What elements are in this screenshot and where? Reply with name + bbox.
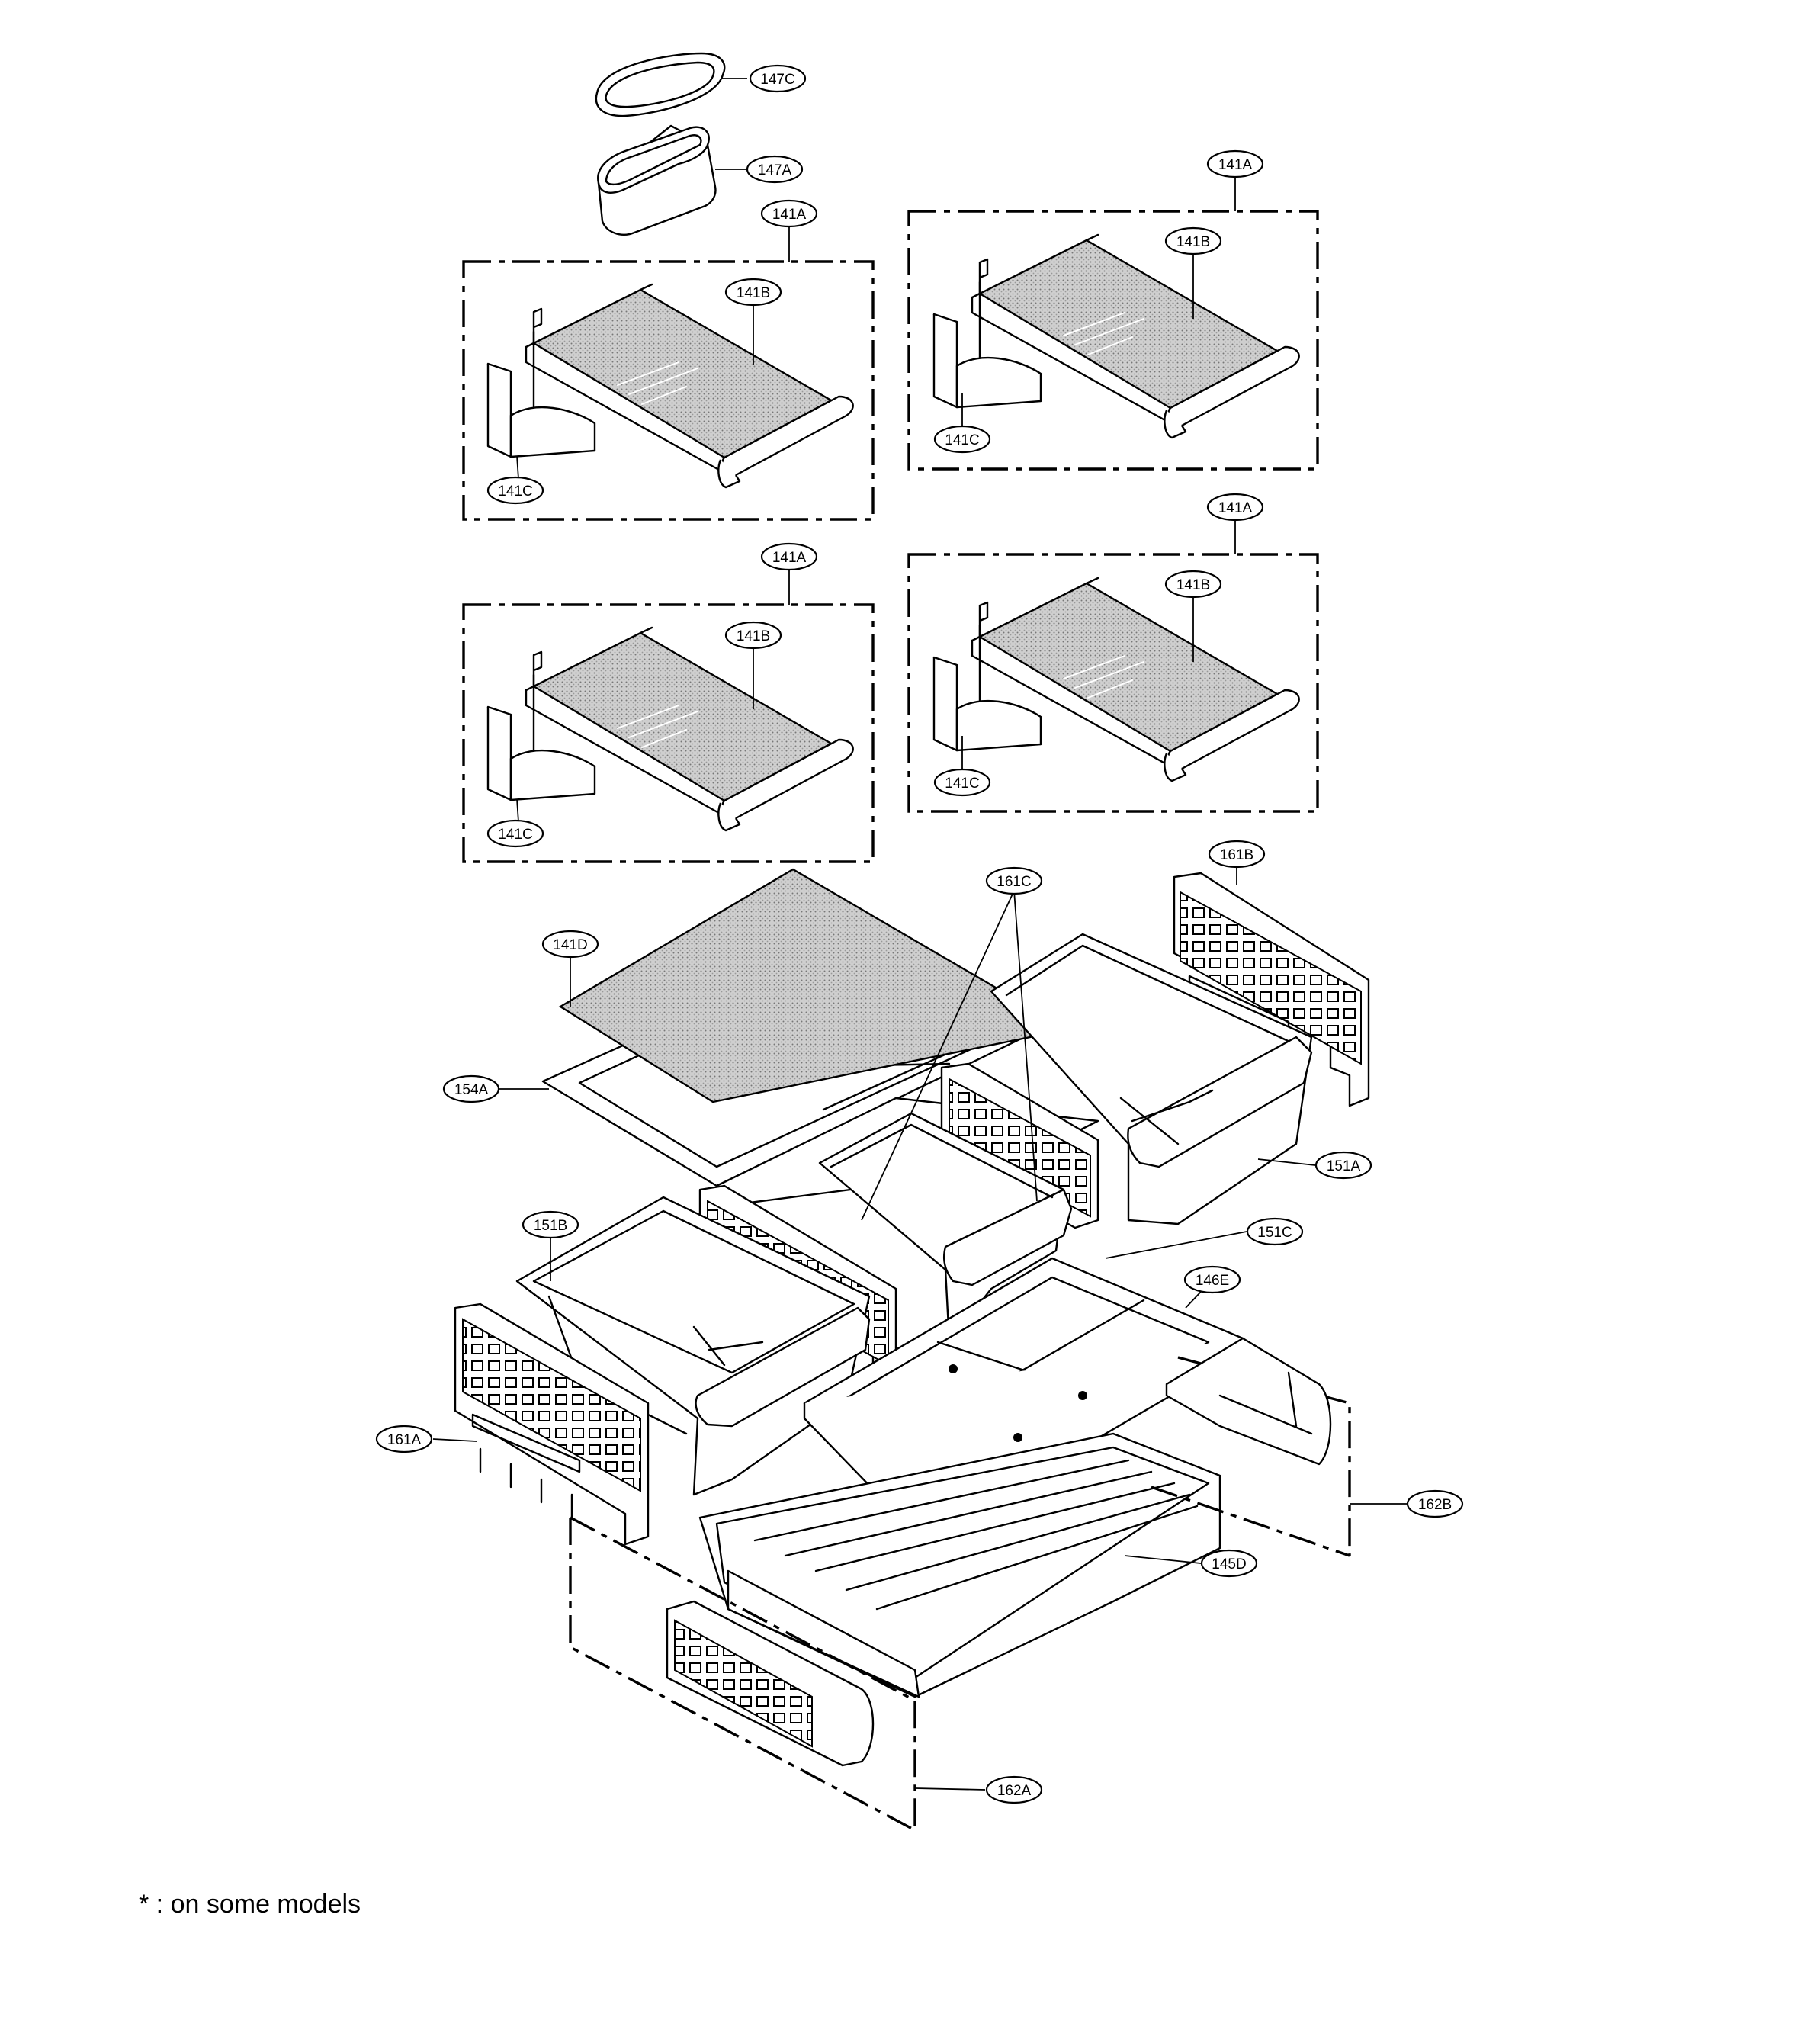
part-callout: 162B — [1406, 1489, 1464, 1518]
part-callout: 141A — [1206, 149, 1264, 178]
part-callout: 141C — [486, 819, 544, 848]
shelf-assembly-top-left — [462, 260, 875, 521]
svg-text:147C: 147C — [760, 72, 794, 88]
crisper-divider-outer-left — [454, 1302, 650, 1546]
leader-lines — [432, 78, 1407, 1791]
svg-text:141B: 141B — [1176, 577, 1210, 593]
rail-assembly-right — [1151, 1337, 1351, 1557]
part-callout: 141A — [760, 199, 818, 228]
svg-text:141A: 141A — [772, 207, 807, 223]
svg-text:141B: 141B — [737, 628, 770, 644]
part-callout: 141C — [486, 476, 544, 505]
svg-text:151B: 151B — [534, 1218, 567, 1234]
part-callout: 151A — [1314, 1151, 1372, 1180]
shelf-assembly-mid-left — [462, 603, 875, 863]
crisper-drawer-left — [515, 1196, 871, 1496]
part-callout: 141B — [724, 621, 782, 650]
svg-text:161A: 161A — [387, 1432, 422, 1448]
part-callout: 147C — [749, 64, 807, 93]
svg-text:141A: 141A — [1218, 500, 1253, 516]
svg-text:147A: 147A — [758, 162, 792, 178]
crisper-drawer-right — [990, 933, 1313, 1225]
shelf-assembly-top-right — [907, 210, 1319, 471]
part-callout: 151C — [1246, 1217, 1304, 1246]
svg-text:141C: 141C — [945, 432, 979, 448]
part-callout: 141C — [933, 425, 991, 454]
part-callout: 141D — [541, 930, 599, 959]
svg-text:141A: 141A — [1218, 157, 1253, 173]
part-callout: 141A — [760, 542, 818, 571]
svg-text:141D: 141D — [553, 937, 587, 953]
svg-text:162B: 162B — [1418, 1497, 1452, 1513]
svg-text:161B: 161B — [1220, 847, 1253, 863]
part-callout: 161A — [375, 1425, 433, 1453]
svg-text:141B: 141B — [1176, 234, 1210, 250]
part-callout: 147A — [746, 155, 804, 184]
egg-tray-bin — [597, 124, 717, 236]
crisper-pan — [698, 1432, 1221, 1698]
part-callout: 141C — [933, 768, 991, 797]
svg-text:162A: 162A — [997, 1783, 1032, 1799]
part-callout: 161B — [1208, 840, 1266, 869]
svg-text:154A: 154A — [454, 1082, 489, 1098]
part-callout: 151B — [522, 1210, 579, 1239]
svg-text:146E: 146E — [1196, 1273, 1229, 1289]
part-callout: 141B — [1164, 570, 1222, 599]
part-callout: 161C — [985, 866, 1043, 895]
part-callout: 154A — [442, 1074, 500, 1103]
part-callout: 162A — [985, 1775, 1043, 1804]
svg-text:141B: 141B — [737, 285, 770, 301]
part-callout: 145D — [1200, 1549, 1258, 1578]
part-callout: 141A — [1206, 493, 1264, 522]
shelf-assembly-mid-right — [907, 553, 1319, 813]
crisper-drawer-center — [818, 1112, 1073, 1344]
svg-text:141A: 141A — [772, 550, 807, 566]
part-callout: 141B — [724, 278, 782, 307]
footnote: * : on some models — [139, 1890, 361, 1919]
svg-text:161C: 161C — [997, 874, 1031, 890]
part-callout: 141B — [1164, 226, 1222, 255]
svg-text:151A: 151A — [1327, 1158, 1361, 1174]
rail-assembly-left — [569, 1516, 916, 1832]
egg-tray-lid — [595, 52, 726, 117]
svg-text:145D: 145D — [1212, 1556, 1246, 1572]
svg-text:141C: 141C — [498, 483, 532, 499]
svg-text:151C: 151C — [1257, 1225, 1292, 1241]
svg-text:141C: 141C — [945, 776, 979, 792]
svg-text:141C: 141C — [498, 827, 532, 843]
part-callout: 146E — [1183, 1265, 1241, 1294]
